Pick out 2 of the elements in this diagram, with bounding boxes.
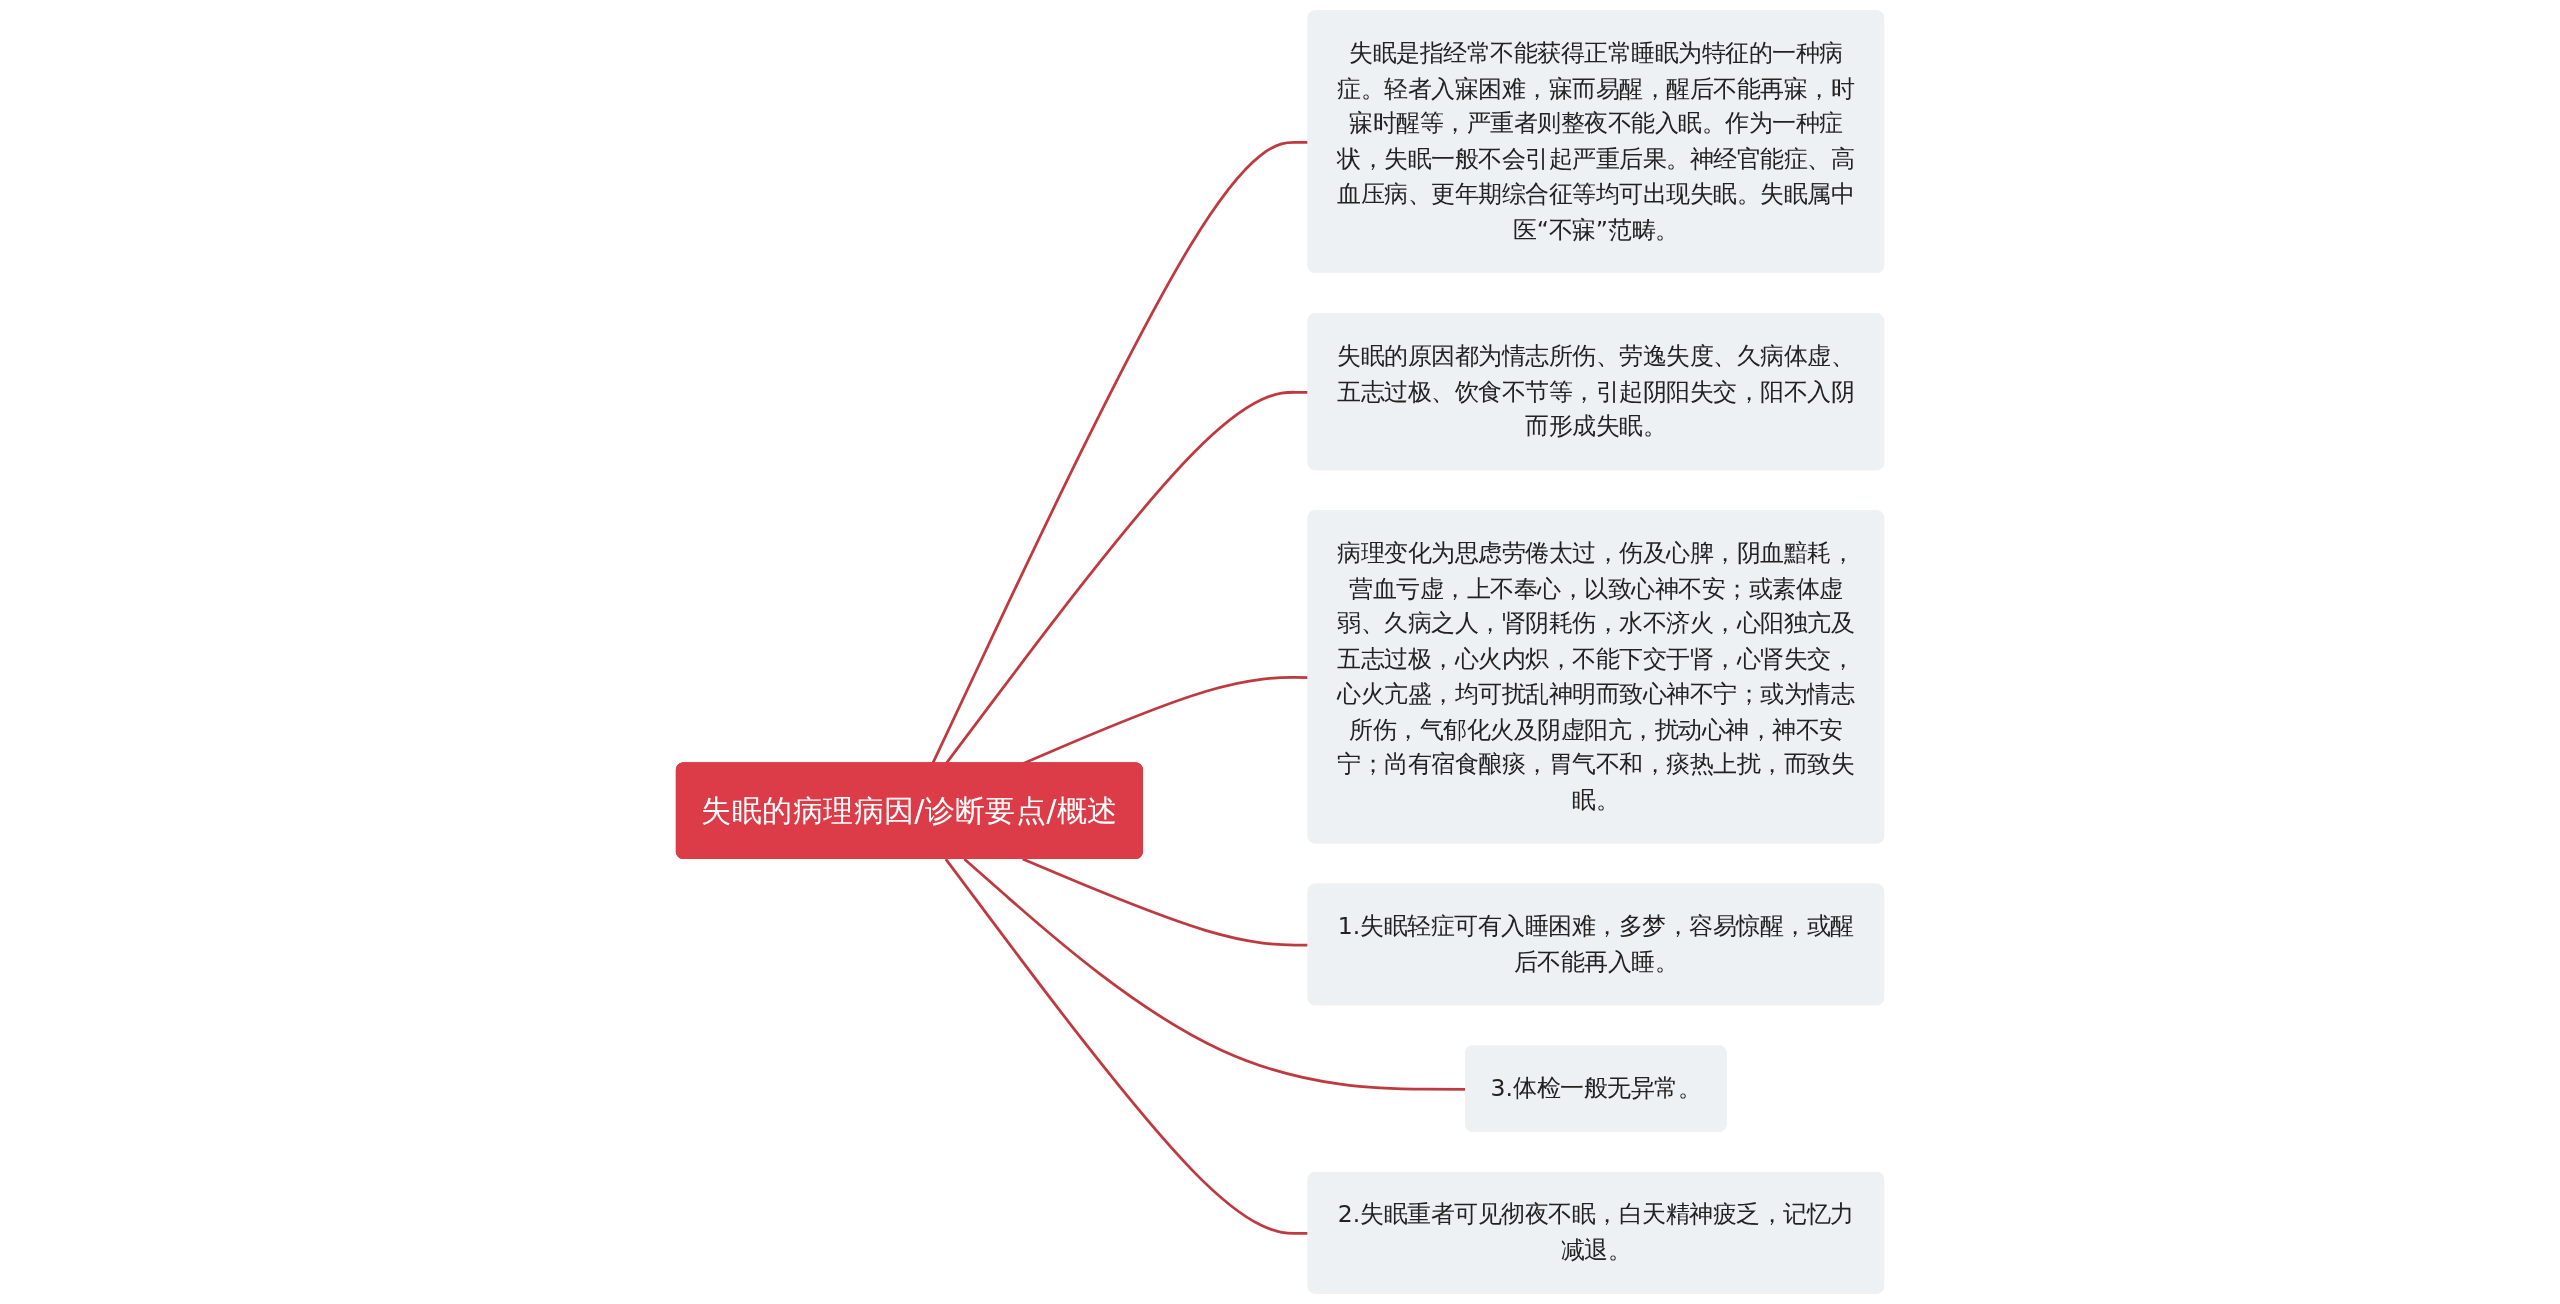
connector [1022,857,1309,947]
connector [944,858,1309,1235]
